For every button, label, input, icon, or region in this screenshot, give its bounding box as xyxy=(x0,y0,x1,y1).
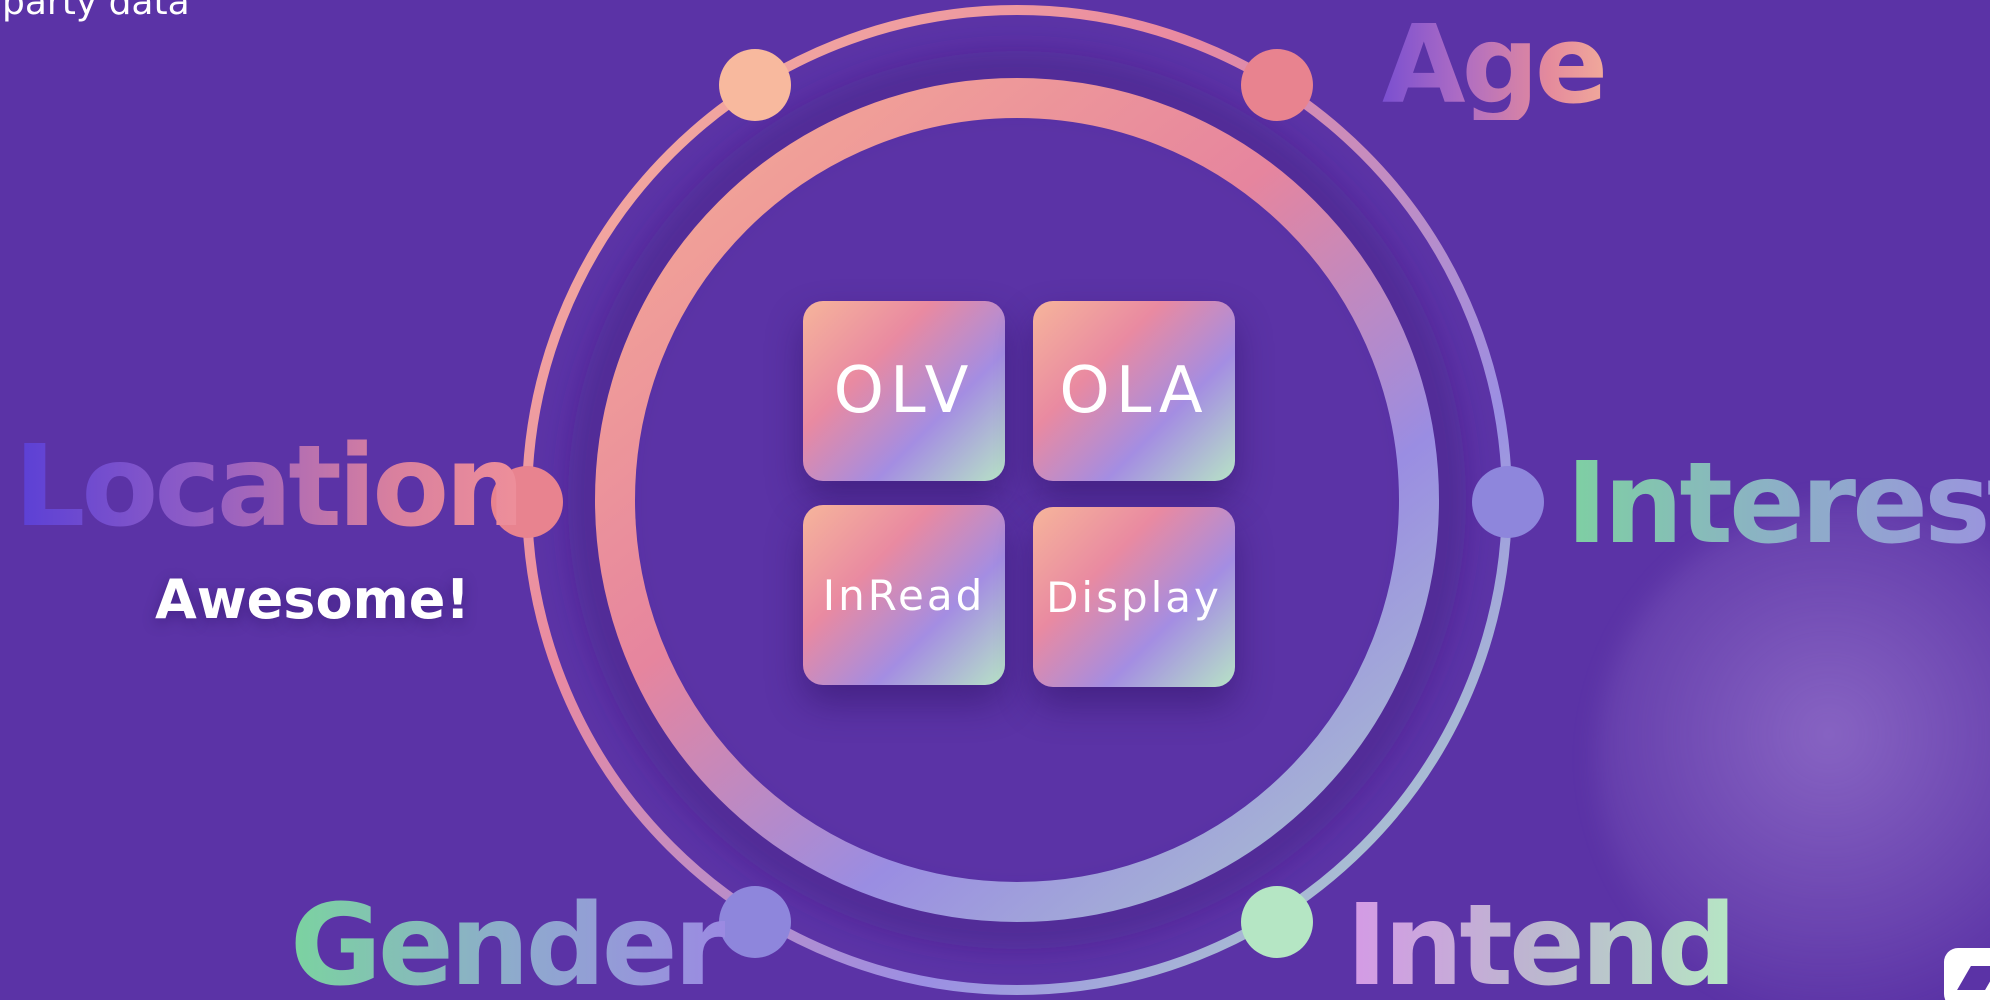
label-age: Age xyxy=(1382,3,1608,128)
node-gender-dot xyxy=(719,886,791,958)
node-top-left-dot xyxy=(719,49,791,121)
tile-ola: OLA xyxy=(1033,301,1235,481)
node-interest-dot xyxy=(1472,466,1544,538)
label-intend: Intend xyxy=(1346,881,1737,1000)
tile-olv: OLV xyxy=(803,301,1005,481)
outer-ring xyxy=(522,5,1512,995)
location-note: Awesome! xyxy=(155,568,471,631)
tile-inread: InRead xyxy=(803,505,1005,685)
node-intend-dot xyxy=(1241,886,1313,958)
top-caption: party data xyxy=(2,0,190,23)
label-gender: Gender xyxy=(290,881,729,1000)
tile-display: Display xyxy=(1033,507,1235,687)
node-age-dot xyxy=(1241,49,1313,121)
label-location: Location xyxy=(14,422,525,552)
brand-logo-icon xyxy=(1944,948,1990,1000)
label-interest: Interest xyxy=(1566,448,1990,560)
inner-ring xyxy=(595,78,1439,922)
node-location-dot xyxy=(491,466,563,538)
